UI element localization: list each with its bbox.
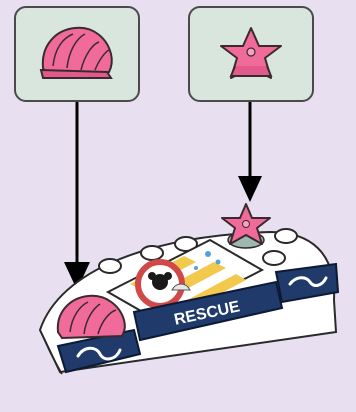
arrowhead-starfish — [238, 176, 262, 202]
stud — [141, 246, 163, 260]
stud — [263, 251, 285, 265]
stud — [99, 259, 121, 273]
stud — [275, 229, 297, 243]
starfish-on-model — [222, 204, 270, 248]
